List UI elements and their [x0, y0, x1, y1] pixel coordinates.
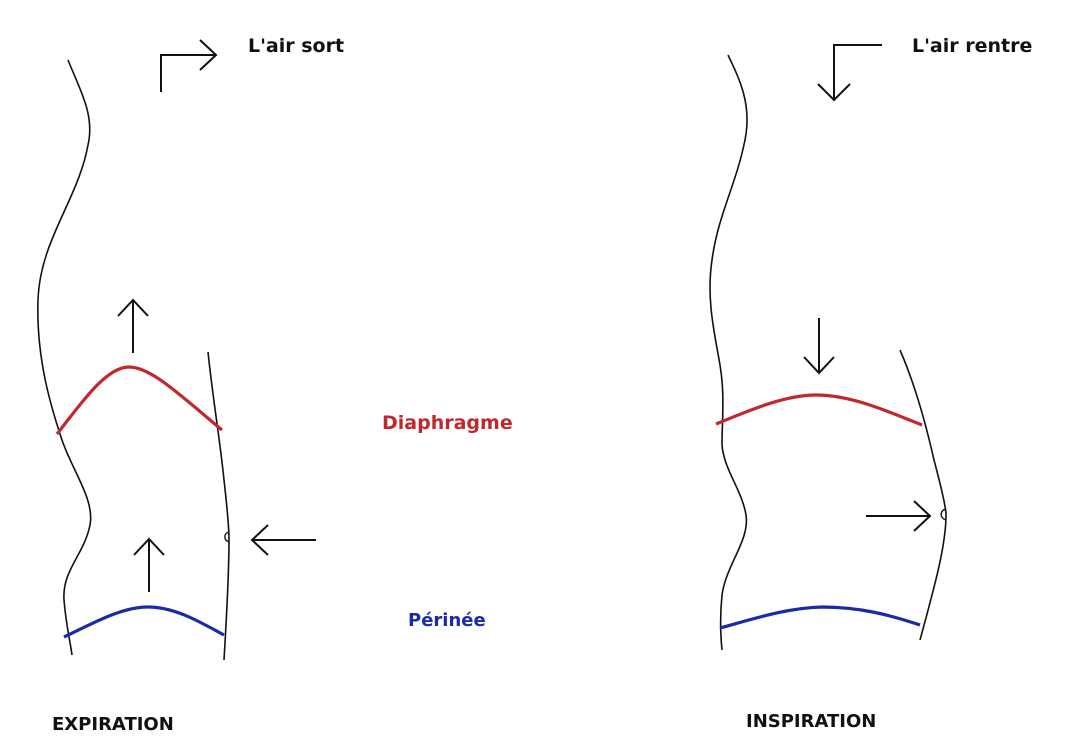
air-in-arrow: [818, 45, 882, 100]
belly-inward-arrow: [252, 525, 316, 555]
air-out-label: L'air sort: [248, 35, 344, 57]
inspiration-diaphragm-line: [716, 395, 922, 425]
expiration-belly-outline: [208, 352, 229, 660]
expiration-perineum-line: [64, 607, 224, 637]
expiration-panel: [38, 40, 316, 660]
inspiration-panel: [710, 45, 946, 650]
air-in-label: L'air rentre: [912, 35, 1032, 57]
diaphragm-down-arrow: [804, 318, 834, 373]
inspiration-title: INSPIRATION: [746, 711, 876, 732]
inspiration-back-outline: [710, 55, 747, 650]
inspiration-belly-outline: [900, 350, 946, 640]
expiration-diaphragm-line: [57, 367, 222, 434]
inspiration-perineum-line: [720, 607, 920, 628]
perineum-up-arrow: [134, 539, 164, 592]
perineum-label: Périnée: [408, 610, 486, 631]
expiration-title: EXPIRATION: [52, 714, 174, 735]
diaphragm-up-arrow: [118, 300, 148, 353]
diaphragm-label: Diaphragme: [382, 412, 513, 434]
air-out-arrow: [161, 40, 216, 92]
belly-outward-arrow: [866, 501, 930, 531]
expiration-back-outline: [38, 60, 91, 655]
